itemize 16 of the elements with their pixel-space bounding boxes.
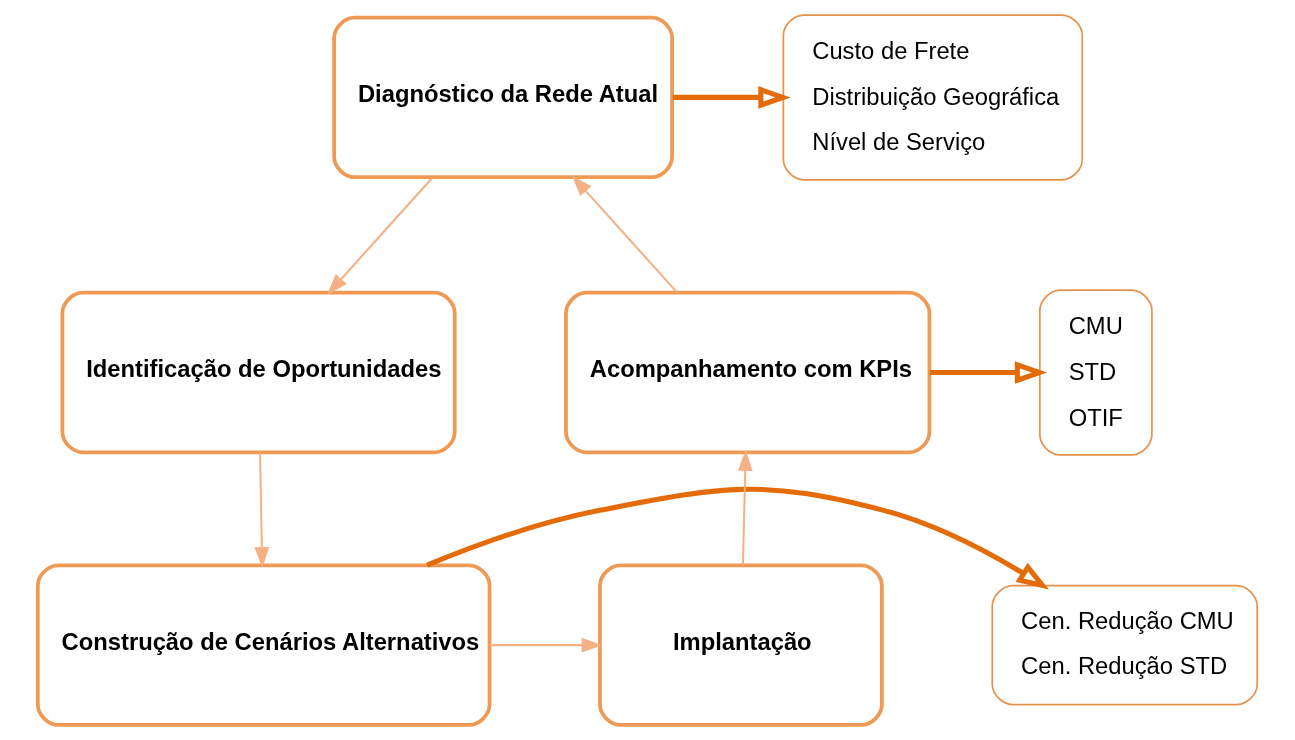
arrow [254,452,270,569]
node-box: Diagnóstico da Rede Atual [332,15,674,180]
node-box: CMU STD OTIF [1038,289,1153,456]
arrow [571,175,678,294]
node-box: Cen. Redução CMU Cen. Redução STD [991,584,1259,706]
arrow [426,486,1049,590]
arrow [929,361,1048,384]
node-box: Construção de Cenários Alternativos [35,563,492,727]
arrow [327,177,434,295]
node-box: Custo de Frete Distribuição Geográfica Nível de Serviço [782,14,1084,181]
node-box: Acompanhamento com KPIs [564,290,932,455]
arrow [489,637,603,653]
node-box: Implantação [598,563,884,727]
arrow [737,449,753,566]
arrow [672,86,791,109]
node-box: Identificação de Oportunidades [60,290,457,455]
